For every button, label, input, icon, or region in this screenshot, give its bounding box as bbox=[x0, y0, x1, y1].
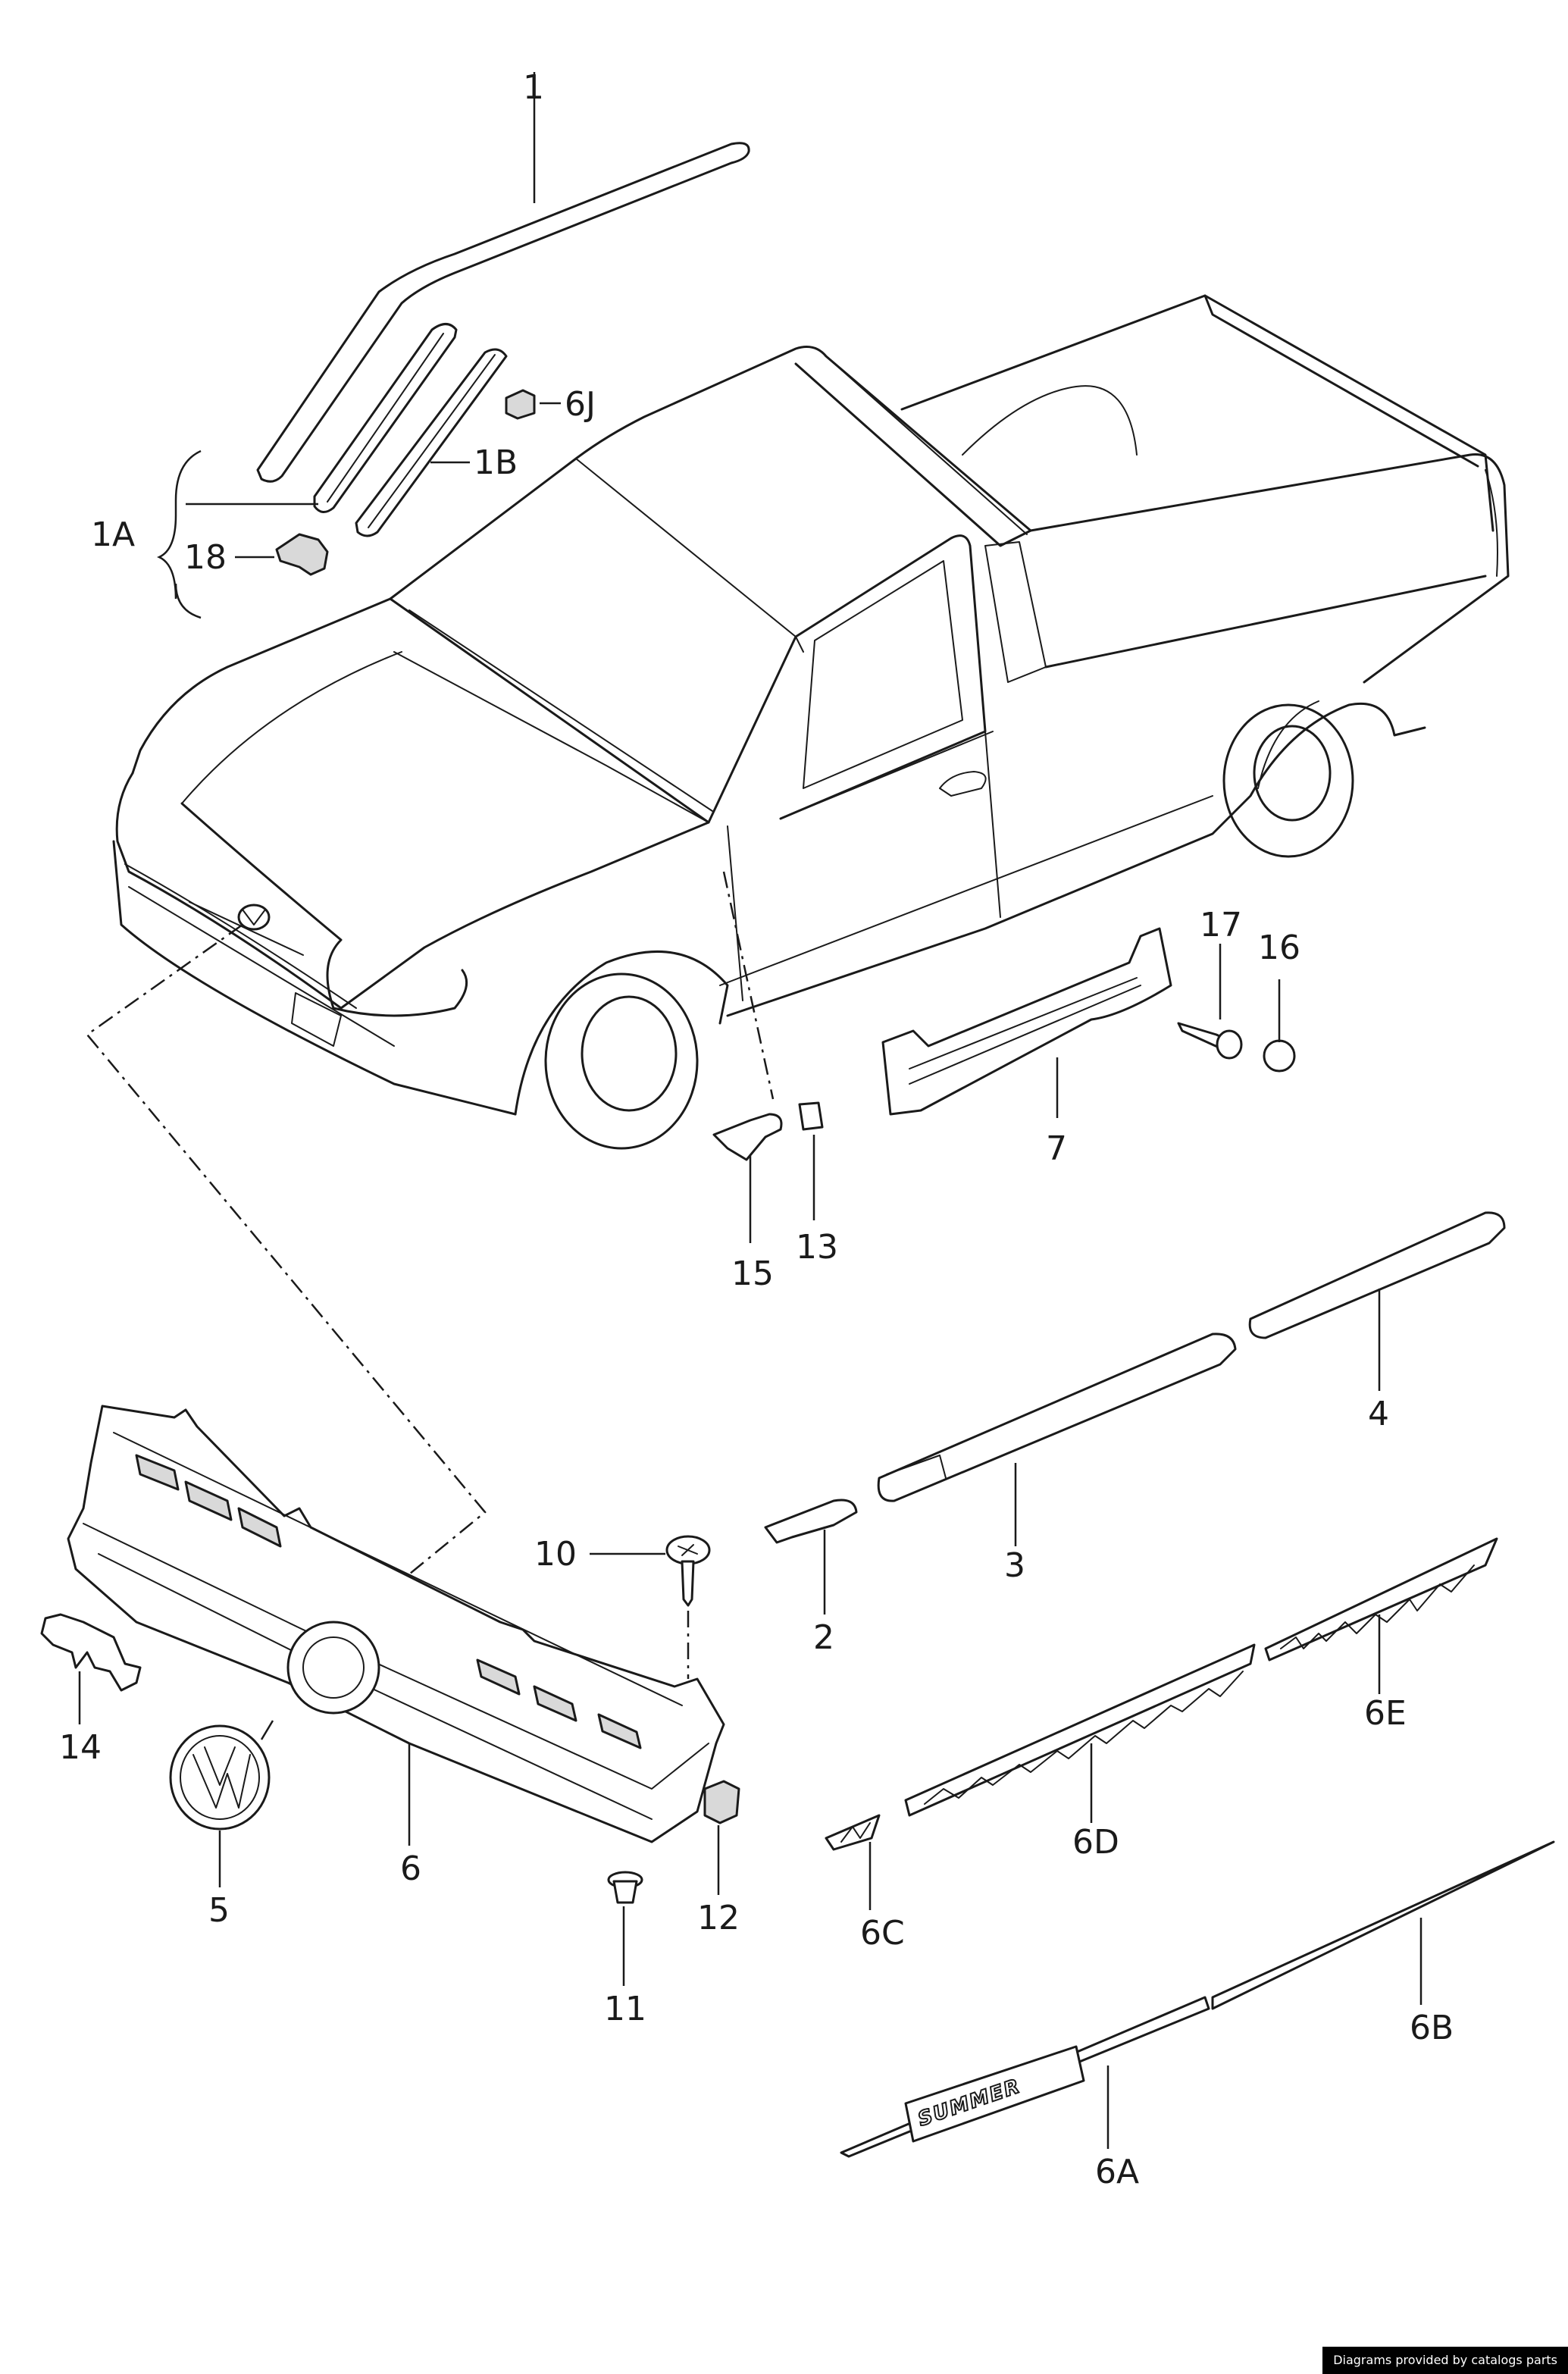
label-16: 16 bbox=[1258, 929, 1300, 967]
label-6d: 6D bbox=[1072, 1823, 1119, 1862]
label-5: 5 bbox=[208, 1891, 230, 1930]
part-3-moulding bbox=[877, 1333, 1237, 1546]
label-6b: 6B bbox=[1410, 2009, 1454, 2047]
label-17: 17 bbox=[1200, 906, 1242, 944]
label-6: 6 bbox=[400, 1849, 421, 1888]
label-1a: 1A bbox=[91, 515, 135, 554]
part-16-cap bbox=[1263, 979, 1296, 1073]
label-1b: 1B bbox=[474, 443, 518, 482]
part-12-nut bbox=[703, 1780, 740, 1895]
part-6b-decal-strip bbox=[1211, 1840, 1555, 2010]
part-6j-clip bbox=[505, 389, 561, 420]
label-1: 1 bbox=[523, 68, 544, 107]
label-14: 14 bbox=[59, 1728, 102, 1767]
part-4-moulding bbox=[1248, 1211, 1506, 1391]
label-6c: 6C bbox=[860, 1914, 905, 1953]
label-11: 11 bbox=[604, 1990, 646, 2028]
label-15: 15 bbox=[731, 1254, 774, 1293]
part-10-screw bbox=[590, 1535, 711, 1679]
part-2-moulding-end bbox=[764, 1499, 858, 1615]
part-6-grille bbox=[67, 1405, 725, 1846]
part-7-sill-trim bbox=[881, 927, 1172, 1118]
part-15-clip bbox=[712, 1113, 783, 1243]
label-6e: 6E bbox=[1364, 1694, 1407, 1733]
part-5-vw-emblem bbox=[169, 1720, 274, 1887]
emblem-to-grille-leader bbox=[86, 923, 487, 1581]
label-12: 12 bbox=[697, 1899, 740, 1937]
part-18-clip bbox=[235, 533, 329, 576]
label-18: 18 bbox=[184, 538, 227, 577]
credit-bar: Diagrams provided by catalogs parts bbox=[1322, 2347, 1568, 2374]
part-14-bracket bbox=[40, 1613, 142, 1724]
label-2: 2 bbox=[813, 1618, 834, 1657]
label-10: 10 bbox=[534, 1535, 577, 1574]
label-3: 3 bbox=[1004, 1546, 1025, 1585]
pickup-truck-illustration bbox=[112, 294, 1510, 1150]
part-6c-stripe bbox=[825, 1814, 881, 1910]
label-13: 13 bbox=[796, 1228, 838, 1267]
part-6a-decal-strip: SUMMER bbox=[840, 1996, 1210, 2158]
part-1a-1b-door-frame-strips bbox=[156, 323, 508, 619]
label-4: 4 bbox=[1368, 1395, 1389, 1433]
label-6a: 6A bbox=[1095, 2153, 1139, 2191]
label-6j: 6J bbox=[565, 385, 596, 424]
label-7: 7 bbox=[1046, 1129, 1067, 1168]
callout-labels: 1 6J 1B 1A 18 17 16 7 13 15 4 10 3 2 6E … bbox=[59, 68, 1454, 2191]
part-1-roof-moulding bbox=[256, 72, 750, 483]
part-6e-stripe bbox=[1264, 1537, 1498, 1694]
part-6d-stripe bbox=[904, 1643, 1256, 1823]
part-11-fastener bbox=[607, 1871, 643, 1986]
part-17-screw bbox=[1177, 944, 1243, 1060]
part-13-tab bbox=[722, 871, 824, 1220]
